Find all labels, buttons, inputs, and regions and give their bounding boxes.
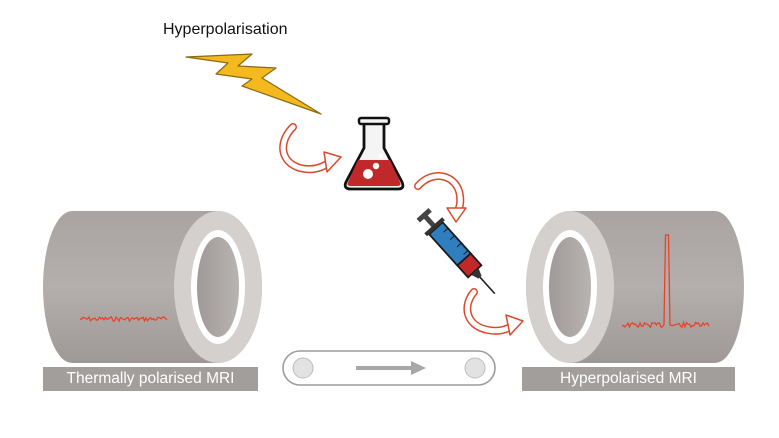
mri-scanner-left-icon [43, 211, 262, 363]
curved-arrow-icon [414, 172, 467, 223]
lightning-icon [185, 53, 322, 115]
diagram-title: Hyperpolarisation [163, 21, 288, 38]
mri-scanner-right-icon [526, 211, 744, 363]
conveyor-belt-icon [282, 350, 496, 386]
caption-left-background [43, 367, 258, 391]
thermal-signal-trace [79, 315, 168, 323]
caption-thermally-polarised: Thermally polarised MRI [66, 370, 235, 387]
curved-arrow-icon [463, 288, 524, 336]
syringe-icon [416, 208, 496, 295]
caption-hyperpolarised: Hyperpolarised MRI [560, 370, 697, 387]
hyperpolarised-signal-trace [621, 234, 710, 329]
conveyor-arrow-icon [356, 361, 426, 375]
flask-icon [343, 116, 405, 191]
caption-right-background [522, 367, 735, 391]
curved-arrow-icon [279, 123, 342, 174]
